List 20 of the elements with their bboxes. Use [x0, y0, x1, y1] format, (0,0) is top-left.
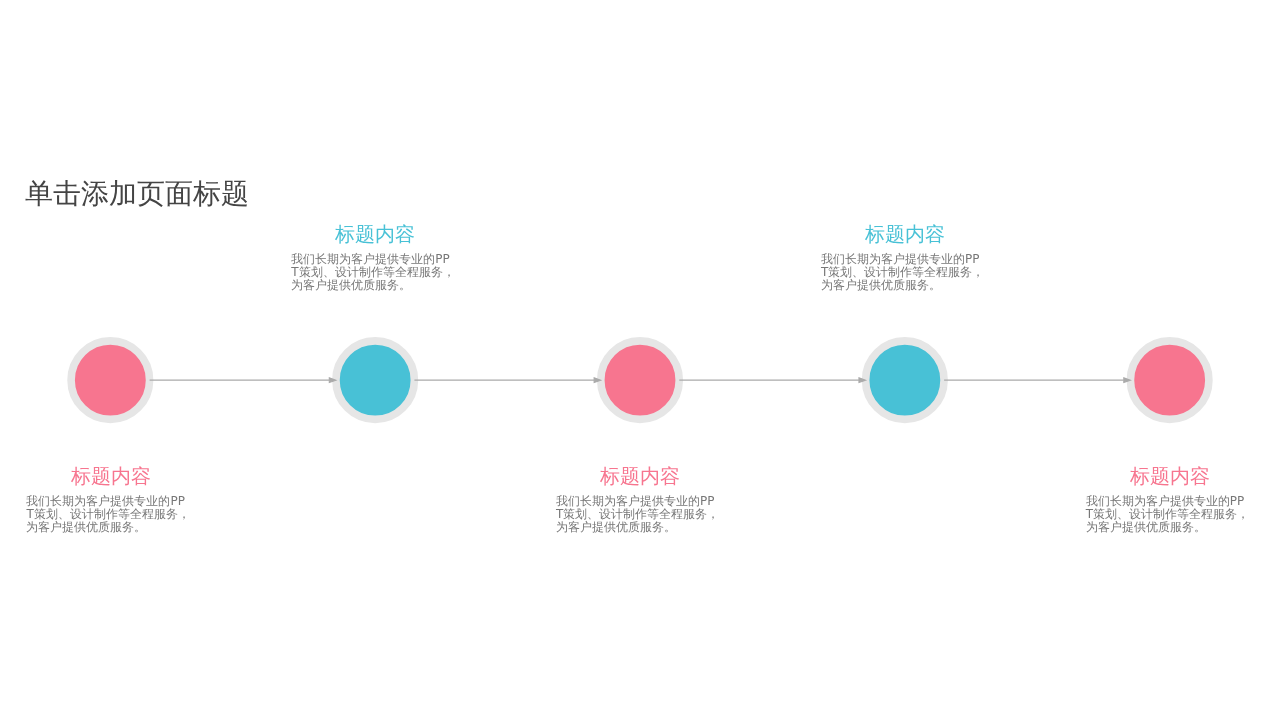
node-label: 标题内容: [70, 465, 151, 489]
node-label: 我们长期为客户提供专业的PPT策划、设计制作等全程服务，为客户提供优质服务。: [26, 494, 190, 535]
arrow: [678, 377, 868, 384]
node-label: 标题内容: [600, 465, 681, 489]
arrow: [149, 377, 338, 384]
node-label: 标题内容: [1129, 465, 1210, 489]
diagram-title: 单击添加页面标题: [25, 177, 250, 211]
node-label: 标题内容: [865, 223, 946, 247]
node-circle: [67, 337, 154, 424]
arrow: [943, 377, 1132, 384]
node-label: 标题内容: [335, 223, 416, 247]
node-circle: [1126, 337, 1213, 424]
arrow: [413, 377, 603, 384]
node-label: 我们长期为客户提供专业的PPT策划、设计制作等全程服务，为客户提供优质服务。: [1085, 494, 1250, 535]
node-label: 我们长期为客户提供专业的PPT策划、设计制作等全程服务，为客户提供优质服务。: [556, 494, 720, 535]
node-circle: [596, 337, 684, 424]
node-label: 我们长期为客户提供专业的PPT策划、设计制作等全程服务，为客户提供优质服务。: [291, 252, 455, 293]
node-circle: [861, 337, 948, 424]
node-label: 我们长期为客户提供专业的PPT策划、设计制作等全程服务，为客户提供优质服务。: [820, 252, 985, 293]
node-circle: [332, 337, 419, 424]
